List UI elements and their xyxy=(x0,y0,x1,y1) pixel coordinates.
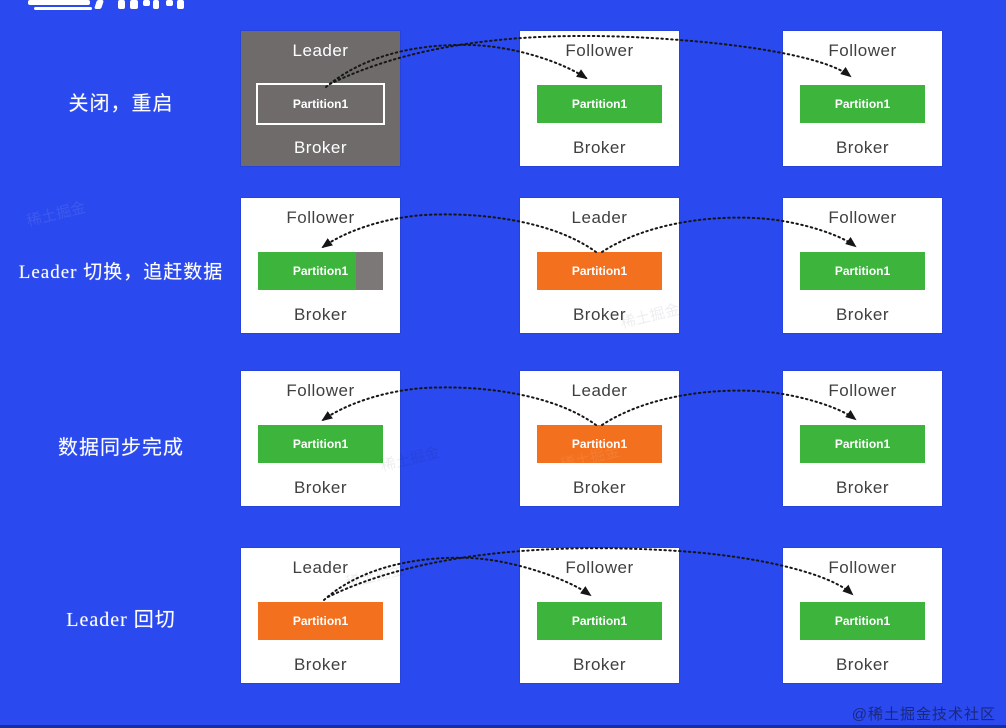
broker-box-r4c2: Follower Partition1 Broker xyxy=(520,548,679,683)
partition: Partition1 xyxy=(537,425,662,463)
role-label: Follower xyxy=(286,381,355,400)
broker-box-r2c1: Follower Partition1 Broker xyxy=(241,198,400,333)
partition: Partition1 xyxy=(258,602,383,640)
partition-label: Partition1 xyxy=(292,614,349,628)
broker-label: Broker xyxy=(293,478,348,497)
role-label: Leader xyxy=(292,558,349,577)
broker-label: Broker xyxy=(835,655,890,674)
broker-box-r2c2: Leader Partition1 Broker xyxy=(520,198,679,333)
partition: Partition1 xyxy=(800,252,925,290)
partition: Partition1 xyxy=(256,83,385,125)
community-watermark: @稀土掘金技术社区 xyxy=(851,706,996,723)
partition: Partition1 xyxy=(800,602,925,640)
broker-label: Broker xyxy=(835,305,890,324)
partition-label: Partition1 xyxy=(292,437,349,451)
row-label-sync-done: 数据同步完成 xyxy=(58,437,184,459)
broker-box-r1c3: Follower Partition1 Broker xyxy=(783,31,942,166)
unsynced-segment xyxy=(355,252,383,290)
broker-box-r4c1: Leader Partition1 Broker xyxy=(241,548,400,683)
bottom-edge-strip xyxy=(0,725,1006,728)
partition-label: Partition1 xyxy=(571,264,628,278)
role-label: Leader xyxy=(571,208,628,227)
broker-label: Broker xyxy=(572,305,627,324)
role-label: Follower xyxy=(828,208,897,227)
broker-box-r1c1: Leader Partition1 Broker xyxy=(241,31,400,166)
broker-label: Broker xyxy=(572,138,627,157)
broker-box-r3c3: Follower Partition1 Broker xyxy=(783,371,942,506)
partition: Partition1 xyxy=(800,425,925,463)
clipped-title xyxy=(28,0,184,10)
broker-label: Broker xyxy=(572,655,627,674)
broker-label: Broker xyxy=(293,305,348,324)
role-label: Leader xyxy=(292,41,349,60)
broker-label: Broker xyxy=(835,138,890,157)
partition: Partition1 xyxy=(537,602,662,640)
role-label: Follower xyxy=(828,381,897,400)
partition-label: Partition1 xyxy=(292,97,349,111)
partition-label: Partition1 xyxy=(834,437,891,451)
partition: Partition1 xyxy=(537,85,662,123)
role-label: Follower xyxy=(565,41,634,60)
row-label-shutdown-restart: 关闭，重启 xyxy=(68,93,174,115)
partition: Partition1 xyxy=(258,252,383,290)
row-label-leader-switchback: Leader 回切 xyxy=(66,609,176,631)
partition-label: Partition1 xyxy=(571,614,628,628)
partition: Partition1 xyxy=(537,252,662,290)
faint-watermark: 稀土掘金 xyxy=(25,198,88,230)
partition: Partition1 xyxy=(800,85,925,123)
role-label: Follower xyxy=(286,208,355,227)
broker-label: Broker xyxy=(293,655,348,674)
broker-label: Broker xyxy=(293,138,348,157)
broker-box-r1c2: Follower Partition1 Broker xyxy=(520,31,679,166)
broker-label: Broker xyxy=(572,478,627,497)
role-label: Follower xyxy=(828,41,897,60)
partition-label: Partition1 xyxy=(834,97,891,111)
role-label: Follower xyxy=(565,558,634,577)
partition-label: Partition1 xyxy=(571,97,628,111)
role-label: Follower xyxy=(828,558,897,577)
role-label: Leader xyxy=(571,381,628,400)
broker-box-r3c2: Leader Partition1 Broker xyxy=(520,371,679,506)
partition-label: Partition1 xyxy=(834,264,891,278)
row-label-leader-switch: Leader 切换，追赶数据 xyxy=(18,262,224,283)
partition: Partition1 xyxy=(258,425,383,463)
broker-box-r3c1: Follower Partition1 Broker xyxy=(241,371,400,506)
partition-label: Partition1 xyxy=(292,264,349,278)
broker-label: Broker xyxy=(835,478,890,497)
partition-label: Partition1 xyxy=(571,437,628,451)
broker-box-r4c3: Follower Partition1 Broker xyxy=(783,548,942,683)
broker-box-r2c3: Follower Partition1 Broker xyxy=(783,198,942,333)
partition-label: Partition1 xyxy=(834,614,891,628)
